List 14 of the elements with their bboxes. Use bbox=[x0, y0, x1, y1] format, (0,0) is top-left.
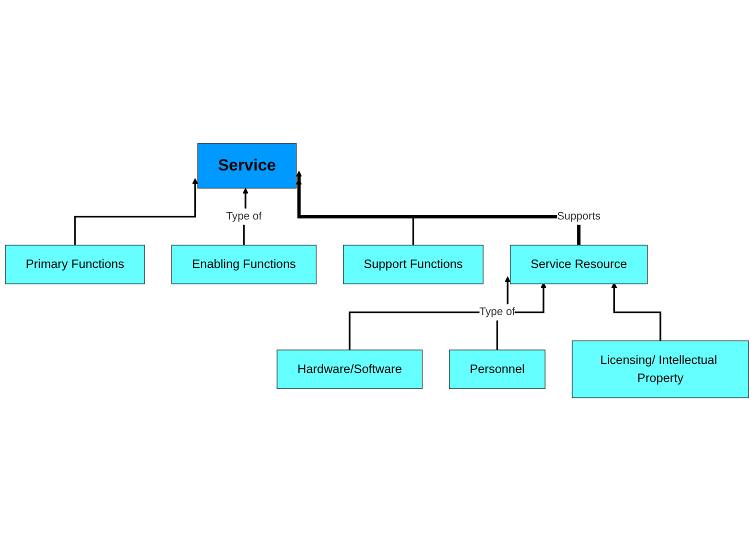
arrow bbox=[74, 178, 198, 246]
edge-label: Supports bbox=[557, 210, 601, 222]
node-box: Support Functions bbox=[343, 244, 484, 284]
edge-label: Type of bbox=[479, 306, 516, 318]
node-box: Service Resource bbox=[510, 244, 648, 284]
node-box: Licensing/ Intellectual Property bbox=[572, 340, 749, 398]
node-box: Hardware/Software bbox=[276, 350, 423, 389]
arrow bbox=[611, 282, 662, 342]
node-box: Personnel bbox=[449, 350, 546, 389]
node-box: Primary Functions bbox=[5, 244, 145, 284]
edge-label: Type of bbox=[226, 210, 262, 222]
arrow bbox=[296, 170, 580, 247]
node-box: Service bbox=[197, 142, 297, 188]
node-box: Enabling Functions bbox=[171, 244, 317, 284]
